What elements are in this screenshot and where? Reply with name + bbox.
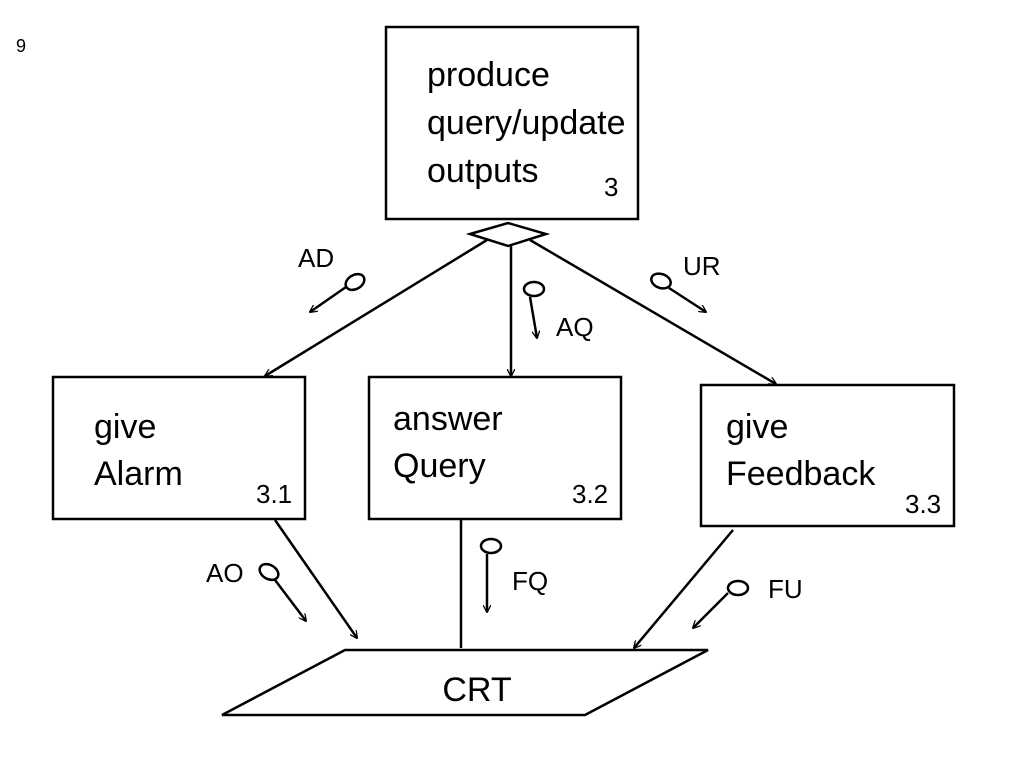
connector-feedback-to-crt — [634, 529, 734, 648]
data-couple-circle-icon — [479, 537, 503, 555]
process-box-frame — [51, 375, 307, 521]
data-couple-label: AD — [298, 243, 334, 273]
process-box-frame — [384, 25, 640, 221]
page-number: 9 — [16, 36, 26, 56]
data-couple-arrow — [274, 579, 306, 621]
process-number: 3.2 — [572, 479, 608, 509]
data-couple-arrow — [310, 285, 347, 312]
data-couple-ao: AO — [206, 558, 306, 621]
process-label-line1: give — [726, 408, 788, 446]
terminal-label: CRT — [442, 671, 511, 709]
data-couple-arrow — [528, 296, 537, 338]
data-couple-arrow — [668, 286, 706, 312]
connector-to-alarm — [265, 238, 488, 376]
process-number: 3.3 — [905, 489, 941, 519]
process-box-give-feedback: give Feedback 3.3 — [699, 383, 956, 528]
process-label-line3: outputs — [427, 152, 539, 190]
process-box-produce-outputs: produce query/update outputs 3 — [384, 25, 640, 221]
data-couple-circle-icon — [726, 579, 750, 597]
data-couple-circle-icon — [344, 272, 366, 292]
process-number: 3 — [604, 172, 618, 202]
data-couple-circle-icon — [650, 272, 672, 290]
process-label-line1: give — [94, 408, 156, 446]
data-couple-fu: FU — [693, 574, 803, 628]
process-box-answer-query: answer Query 3.2 — [367, 375, 623, 521]
terminal-crt: CRT — [221, 648, 709, 717]
data-couple-ad: AD — [298, 243, 366, 312]
data-couple-aq: AQ — [522, 280, 594, 342]
data-couple-arrow — [693, 592, 729, 628]
data-couple-circle-icon — [522, 280, 546, 298]
process-label-line2: Query — [393, 447, 486, 485]
data-couple-label: FU — [768, 574, 803, 604]
data-couple-label: AQ — [556, 312, 594, 342]
terminal-shape — [221, 648, 709, 717]
process-label-line2: Alarm — [94, 455, 183, 493]
process-box-give-alarm: give Alarm 3.1 — [51, 375, 307, 521]
process-number: 3.1 — [256, 479, 292, 509]
data-couple-label: AO — [206, 558, 244, 588]
data-couple-ur: UR — [650, 251, 721, 312]
data-couple-label: UR — [683, 251, 721, 281]
data-couple-fq: FQ — [479, 537, 548, 612]
process-box-frame — [367, 375, 623, 521]
process-label-line2: query/update — [427, 104, 626, 142]
process-label-line1: produce — [427, 56, 550, 94]
process-box-frame — [699, 383, 956, 528]
data-couple-label: FQ — [512, 566, 548, 596]
connector-to-feedback — [529, 238, 776, 384]
connector-alarm-to-crt — [273, 519, 357, 638]
data-couple-circle-icon — [258, 562, 280, 582]
selection-diamond-icon — [465, 221, 551, 248]
process-label-line1: answer — [393, 400, 503, 438]
process-label-line2: Feedback — [726, 455, 876, 493]
